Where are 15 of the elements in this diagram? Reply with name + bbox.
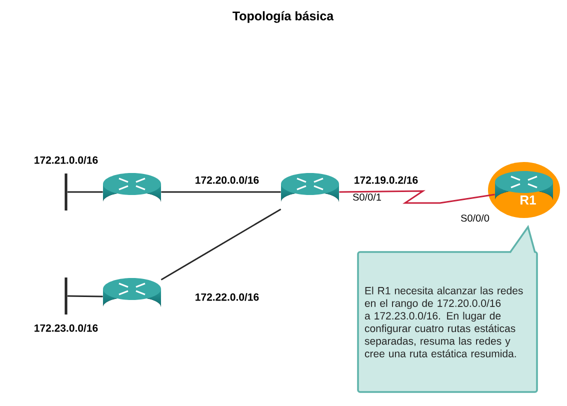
- callout-box: El R1 necesita alcanzar las redes en el rango de 172.20.0.0/16 a 172.23.0.0/16. En lugar de configurar cuatro rutas estáticas separadas, resuma las redes y cree una ruta estática resumida.: [357, 224, 538, 393]
- network-link: [160, 208, 282, 280]
- diagram-title: Topología básica: [232, 11, 334, 23]
- router-icon: [103, 173, 161, 202]
- router-icon: [103, 278, 161, 307]
- edge-label: 172.22.0.0/16: [194, 292, 260, 302]
- network-segment: [64, 174, 68, 210]
- interface-label: S0/0/0: [461, 214, 490, 222]
- network-label: 172.21.0.0/16: [34, 156, 98, 164]
- edge-label: 172.19.0.2/16: [352, 175, 420, 185]
- interface-label: S0/0/1: [353, 193, 381, 201]
- edge-label: 172.20.0.0/16: [194, 175, 260, 185]
- network-label: 172.23.0.0/16: [34, 324, 98, 332]
- router-icon: [281, 173, 339, 202]
- network-segment: [64, 278, 68, 314]
